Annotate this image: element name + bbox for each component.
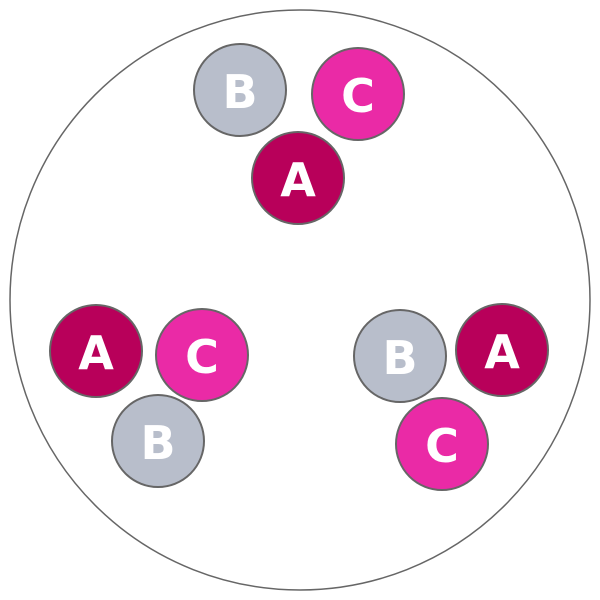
node-label: A (78, 326, 114, 380)
node-label: C (341, 69, 375, 123)
node-label: B (382, 331, 417, 385)
node-c: C (155, 308, 249, 402)
node-circle (155, 308, 249, 402)
node-label: C (185, 330, 219, 384)
node-a: A (251, 131, 345, 225)
node-circle (193, 43, 287, 137)
node-label: A (280, 153, 316, 207)
cluster-right: B AC (353, 303, 549, 491)
node-circle (395, 397, 489, 491)
node-circle (49, 304, 143, 398)
node-c: C (311, 47, 405, 141)
cluster-top: B CA (193, 43, 405, 225)
outer-circle (9, 9, 591, 591)
node-circle (311, 47, 405, 141)
node-label: B (140, 416, 175, 470)
node-b: B (353, 309, 447, 403)
node-circle (111, 394, 205, 488)
node-b: B (193, 43, 287, 137)
node-circle (353, 309, 447, 403)
node-label: C (425, 419, 459, 473)
node-a: A (455, 303, 549, 397)
node-a: A (49, 304, 143, 398)
node-c: C (395, 397, 489, 491)
node-circle (251, 131, 345, 225)
node-label: B (222, 65, 257, 119)
node-b: B (111, 394, 205, 488)
node-circle (455, 303, 549, 397)
node-label: A (484, 325, 520, 379)
cluster-left: A CB (49, 304, 249, 488)
